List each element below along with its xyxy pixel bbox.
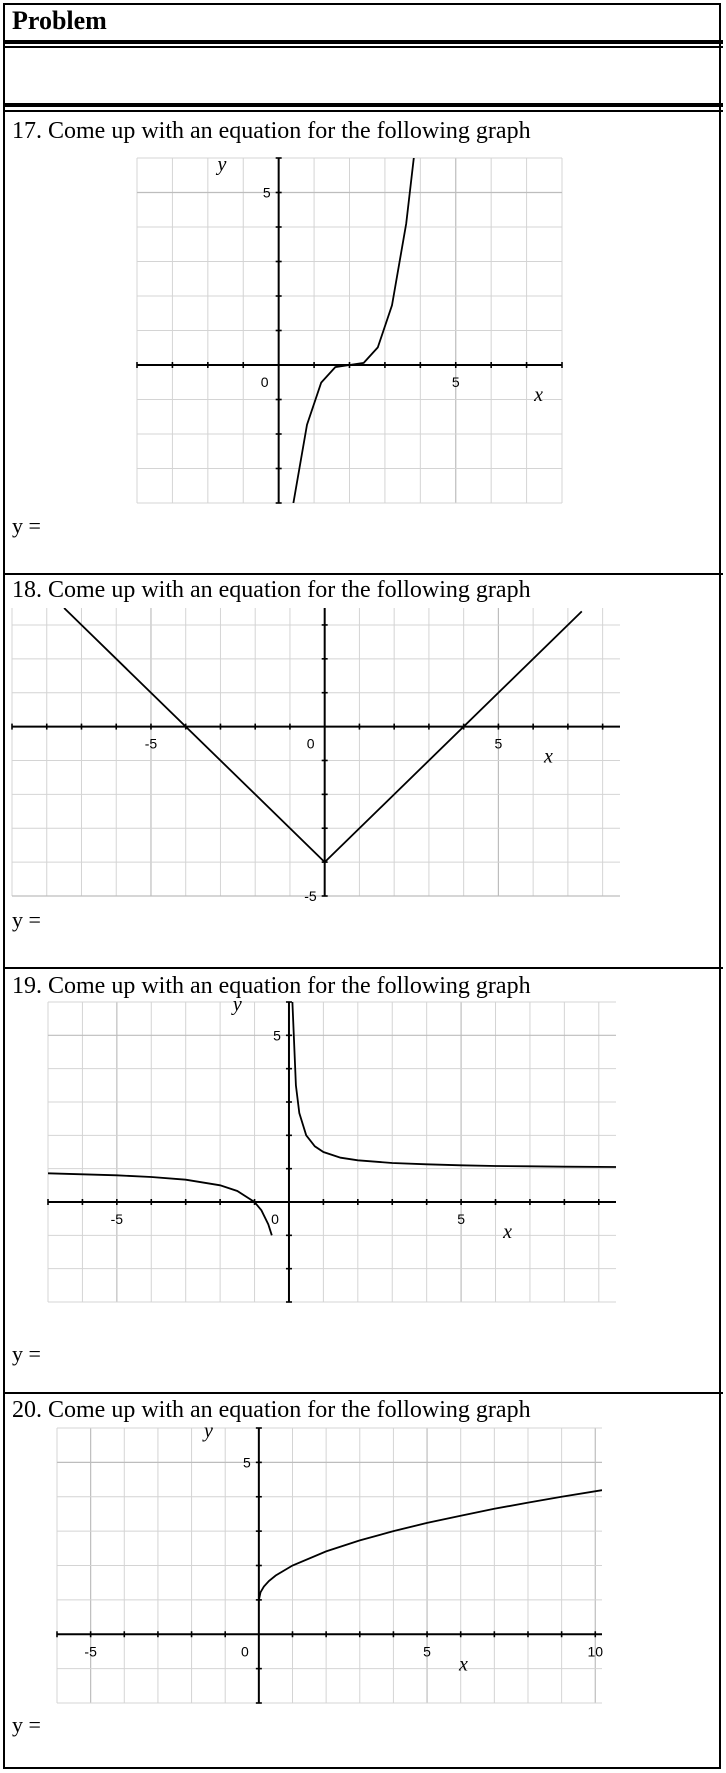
x-tick-label: -5 <box>84 1643 97 1659</box>
curve-series-2 <box>291 1002 616 1168</box>
y-tick-label: 5 <box>263 185 271 201</box>
problem-17-answer-label: y = <box>12 513 41 538</box>
problem-18-answer-label: y = <box>12 907 41 932</box>
problem-18-prompt: 18. Come up with an equation for the fol… <box>12 577 531 603</box>
problem-20-answer-label: y = <box>12 1712 41 1737</box>
header-divider-thin <box>3 46 723 48</box>
x-axis-label: x <box>502 1221 512 1243</box>
row-divider-17 <box>3 573 723 575</box>
x-axis-label: x <box>533 384 543 406</box>
x-tick-label: 5 <box>457 1211 465 1227</box>
x-tick-label: 5 <box>495 736 503 752</box>
problem-17-graph: 0 5 5 x y <box>136 153 563 504</box>
y-axis-label: y <box>202 1420 213 1442</box>
x-tick-label: -5 <box>111 1211 124 1227</box>
curve-series-1 <box>48 1172 273 1236</box>
x-axis-label: x <box>543 746 553 768</box>
x-tick-label: 5 <box>423 1643 431 1659</box>
row-divider-18 <box>3 967 723 969</box>
problem-19-graph: -5 0 5 5 x y <box>47 994 616 1303</box>
blank-row-divider <box>3 103 723 107</box>
y-tick-label: 5 <box>243 1454 251 1470</box>
problem-19-prompt: 19. Come up with an equation for the fol… <box>12 973 531 999</box>
problem-19-answer-label: y = <box>12 1341 41 1366</box>
y-tick-label: 5 <box>273 1027 281 1043</box>
x-tick-label: 5 <box>452 374 460 390</box>
curve-series-1 <box>292 158 415 503</box>
y-tick-label: -5 <box>304 888 317 904</box>
header-divider <box>3 40 723 44</box>
x-tick-label: 0 <box>307 736 315 752</box>
problem-20-graph: -5 0 5 10 5 x y <box>56 1420 603 1704</box>
x-axis-label: x <box>458 1653 468 1675</box>
x-tick-label: 0 <box>241 1643 249 1659</box>
table-border <box>3 3 721 1769</box>
y-axis-label: y <box>231 994 242 1016</box>
row-divider-19 <box>3 1392 723 1394</box>
problem-18-graph: -5 0 5 -5 x <box>11 608 620 904</box>
problem-20-prompt: 20. Come up with an equation for the fol… <box>12 1397 531 1423</box>
x-tick-label: -5 <box>145 736 158 752</box>
x-tick-label: 0 <box>261 374 269 390</box>
curve-series-1 <box>63 608 583 864</box>
x-tick-label: 10 <box>587 1643 603 1659</box>
blank-row-divider-thin <box>3 110 723 112</box>
curve-series-1 <box>258 1489 602 1601</box>
header-title: Problem <box>12 6 107 35</box>
problem-17-prompt: 17. Come up with an equation for the fol… <box>12 118 531 144</box>
y-axis-label: y <box>216 153 227 175</box>
x-tick-label: 0 <box>271 1211 279 1227</box>
